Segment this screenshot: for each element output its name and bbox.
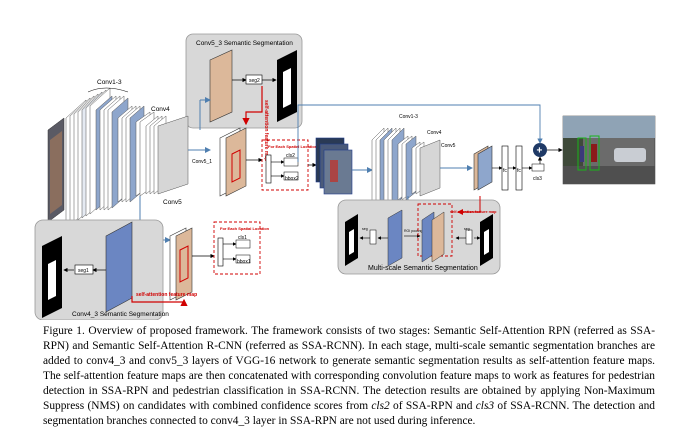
- conv13-label: Conv1-3: [97, 79, 122, 86]
- conv5-seg-panel: Conv5_3 Semantic Segmentation seg2 self-…: [185, 33, 303, 161]
- cls2-label: cls2: [286, 153, 295, 159]
- conv4-seg-feature: [105, 221, 133, 313]
- conv5-seg-title: Conv5_3 Semantic Segmentation: [196, 40, 293, 47]
- rpn4-spatial-label: For Each Spatial Location: [220, 226, 270, 231]
- seg2-label: seg2: [249, 78, 260, 84]
- fc-b-label: fc: [517, 168, 521, 174]
- figure-caption: Figure 1. Overview of proposed framework…: [43, 324, 655, 429]
- multiscale-title: Multi-scale Semantic Segmentation: [368, 265, 478, 272]
- small-conv4-label: Conv4: [427, 130, 442, 136]
- framework-diagram: Conv5_3 Semantic Segmentation seg2 self-…: [34, 33, 656, 320]
- small-conv13-label: Conv1-3: [399, 114, 418, 120]
- vgg-backbone: Conv1-3 Conv4 Conv5: [47, 79, 189, 227]
- rpn-conv4-head: For Each Spatial Location cls1 bbox1: [213, 221, 270, 275]
- conv5-sa-label: self-attention feature map: [263, 100, 269, 161]
- conv5-label: Conv5: [163, 199, 182, 206]
- rpn-concat-feature: [219, 127, 247, 197]
- rcnn-head: fc fc cls3: [473, 145, 545, 191]
- seg1-label: seg1: [78, 268, 89, 274]
- conv5-seg-feature: [209, 49, 233, 123]
- score-combine-node: +: [533, 143, 547, 157]
- figure: Conv5_3 Semantic Segmentation seg2 self-…: [34, 33, 656, 320]
- conv4-seg-title: Conv4_3 Semantic Segmentation: [72, 311, 169, 318]
- conv4-sa-label: self-attention feature map: [136, 292, 197, 298]
- small-conv5-label: Conv5: [441, 143, 456, 149]
- output-detection-image: [562, 115, 656, 185]
- caption-cls2: cls2: [371, 400, 390, 412]
- caption-part1: Figure 1. Overview of proposed framework…: [43, 325, 655, 412]
- conv51-label: Conv5_1: [192, 159, 212, 165]
- fc-a-label: fc: [503, 168, 507, 174]
- cls1-label: cls1: [238, 235, 247, 241]
- conv4-label: Conv4: [151, 106, 170, 113]
- rcnn-backbone: Conv1-3 Conv4 Conv5: [371, 114, 456, 209]
- caption-part2: of SSA-RPN and: [389, 400, 476, 412]
- plus-symbol: +: [537, 146, 543, 157]
- cls3-label: cls3: [533, 176, 542, 182]
- conv4-seg-panel: seg1 Conv4_3 Semantic Segmentation: [34, 219, 169, 320]
- proposal-crops: [315, 137, 353, 195]
- caption-part3: of SSA-RCNN. The detection and segmentat…: [43, 400, 655, 427]
- bbox2-label: bbox2: [285, 176, 299, 182]
- small-roi-label: ROI pooling: [404, 229, 423, 233]
- seg2-box: [245, 74, 263, 85]
- small-seg-a: seg: [362, 227, 368, 231]
- multiscale-seg-panel: seg ROI pooling self-attention feature m…: [337, 196, 501, 275]
- bbox1-label: bbox1: [237, 259, 251, 265]
- caption-cls3: cls3: [475, 400, 495, 412]
- rpn-spatial-label: For Each Spatial Location: [268, 144, 318, 149]
- small-seg-b: seg: [464, 227, 470, 231]
- rpn-conv4-concat: [169, 227, 193, 301]
